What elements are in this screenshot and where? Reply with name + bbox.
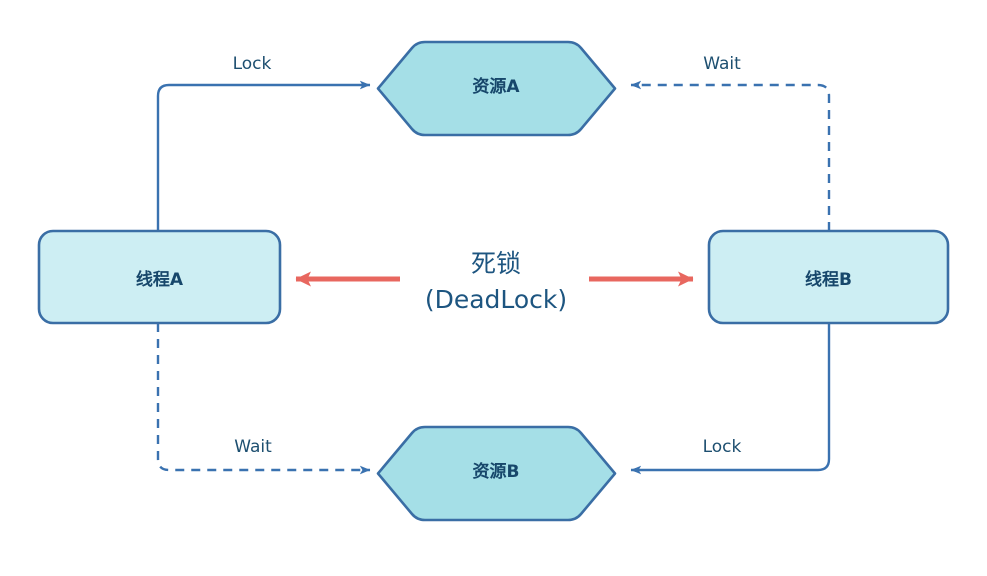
edge-label-lock-a: Lock	[233, 54, 272, 74]
edge-label-wait-a: Wait	[234, 437, 272, 457]
node-shape-resource-a	[376, 40, 617, 137]
node-shape-resource-b	[376, 425, 617, 522]
edge-path-wait-a	[156, 323, 371, 475]
edge-path-wait-b	[630, 80, 831, 231]
edge-path-lock-b	[630, 323, 831, 475]
node-thread-a[interactable]: 线程A	[37, 229, 282, 325]
node-label-thread-b: 线程B	[805, 269, 852, 290]
edge-wait-thread-a-to-resource-b: Wait	[156, 323, 371, 475]
node-label-resource-b: 资源B	[473, 461, 520, 482]
node-shape-thread-a	[37, 229, 282, 325]
edge-label-wait-b: Wait	[703, 54, 741, 74]
edge-lock-thread-a-to-resource-a: Lock	[156, 54, 371, 231]
node-resource-a[interactable]: 资源A	[376, 40, 617, 137]
edge-path-lock-a	[156, 80, 371, 231]
edge-lock-thread-b-to-resource-b: Lock	[630, 323, 831, 475]
node-shape-thread-b	[707, 229, 950, 325]
node-label-resource-a: 资源A	[472, 76, 520, 97]
edge-wait-thread-b-to-resource-a: Wait	[630, 54, 831, 231]
edge-label-lock-b: Lock	[703, 437, 742, 457]
node-thread-b[interactable]: 线程B	[707, 229, 950, 325]
node-resource-b[interactable]: 资源B	[376, 425, 617, 522]
node-label-thread-a: 线程A	[136, 269, 184, 290]
center-title: 死锁 (DeadLock)	[425, 249, 567, 314]
center-title-line1: 死锁	[471, 249, 521, 278]
center-title-line2: (DeadLock)	[425, 285, 567, 314]
